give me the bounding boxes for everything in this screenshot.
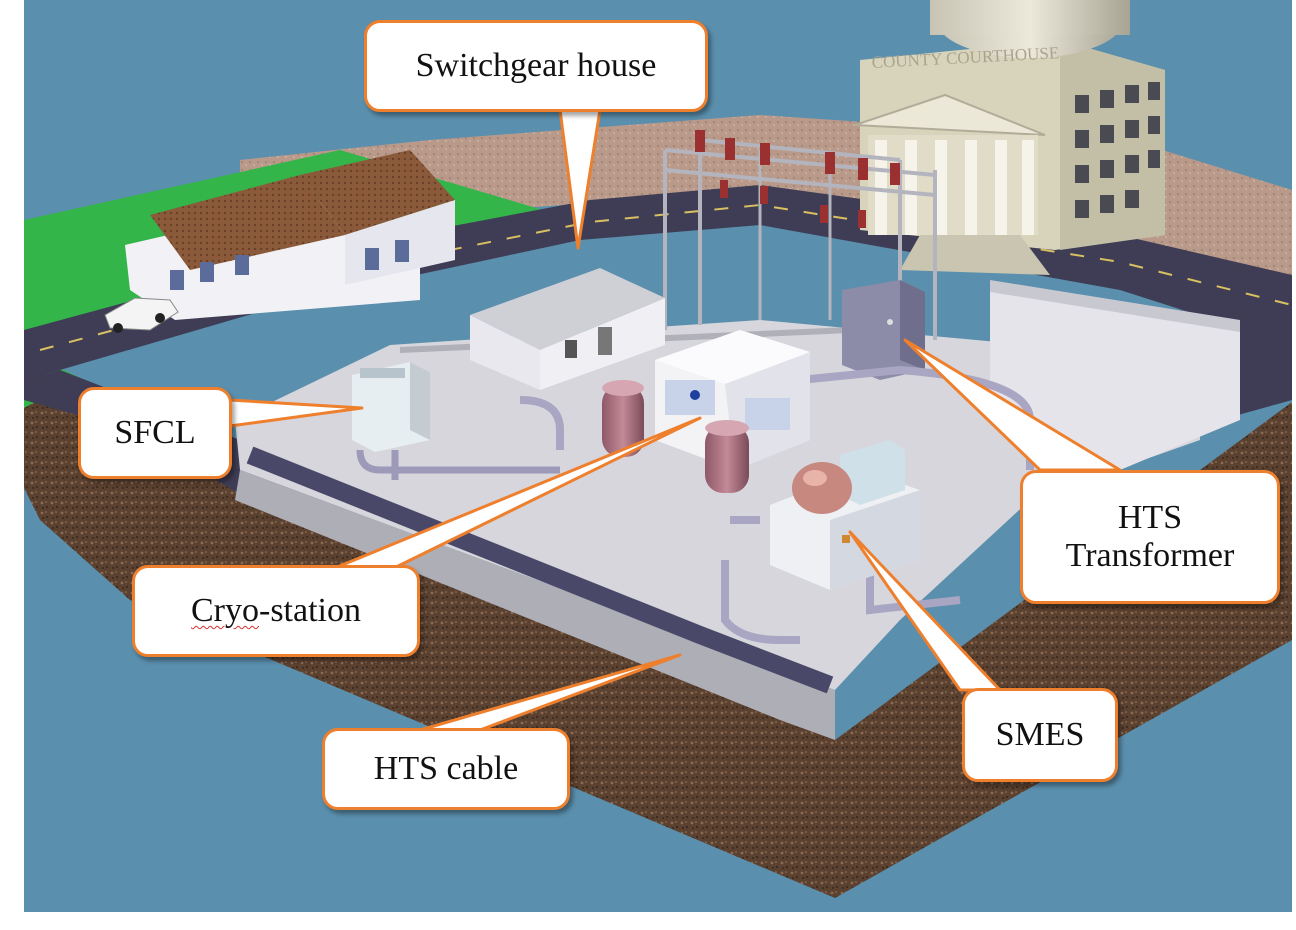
label-cryo-rest: -station	[259, 592, 361, 629]
sfcl-unit-icon	[352, 362, 560, 480]
label-cryo-word: Cryo	[191, 592, 259, 629]
label-switchgear-text: Switchgear house	[415, 47, 657, 84]
retaining-wall	[990, 290, 1240, 470]
transformer-icon	[842, 280, 925, 380]
label-hts-transformer: HTS Transformer	[1020, 470, 1280, 604]
pad-edge	[235, 470, 835, 740]
switchgear-house-icon	[470, 268, 665, 390]
label-hts-cable: HTS cable	[322, 728, 570, 810]
retaining-wall-top	[990, 280, 1240, 332]
label-cryo-station: Cryo-station	[132, 565, 420, 657]
car-icon	[104, 297, 179, 333]
label-smes-text: SMES	[995, 716, 1085, 753]
cable-trench	[246, 446, 834, 694]
label-hts-cable-text: HTS cable	[373, 750, 519, 787]
smes-unit-icon	[770, 440, 920, 590]
label-sfcl: SFCL	[78, 387, 232, 479]
cryo-tanks	[602, 380, 749, 493]
label-smes: SMES	[962, 688, 1118, 782]
insulator-icons	[695, 130, 900, 228]
label-switchgear-house: Switchgear house	[364, 20, 708, 112]
label-hts-transformer-line2: Transformer	[1065, 537, 1235, 574]
concrete-pad	[235, 320, 1200, 690]
label-cryo-station-text: Cryo-station	[191, 592, 361, 630]
house-icon	[125, 150, 455, 320]
label-sfcl-text: SFCL	[114, 414, 196, 451]
label-hts-transformer-line1: HTS	[1117, 499, 1183, 536]
